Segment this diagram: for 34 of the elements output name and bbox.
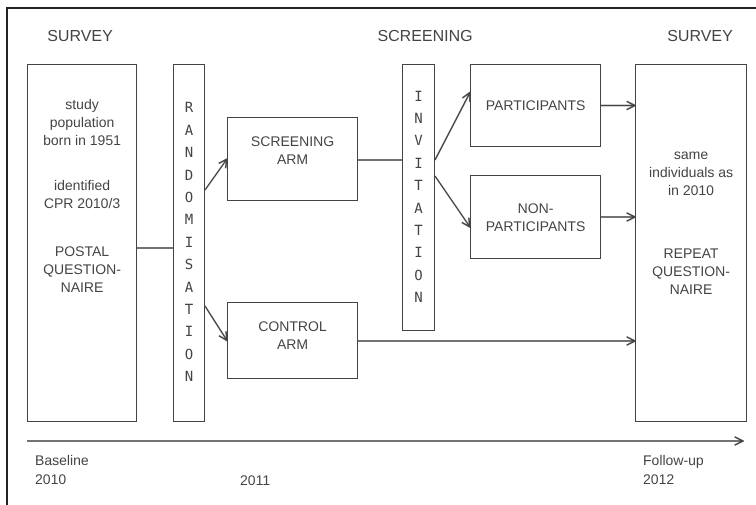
arrow xyxy=(434,176,471,228)
section-heading: SCREENING xyxy=(376,27,474,47)
survey-box xyxy=(635,64,747,422)
vertical-bar xyxy=(402,64,435,331)
box-text: identified CPR 2010/3 xyxy=(42,176,122,212)
box-text: CONTROL ARM xyxy=(257,317,328,354)
box-text: REPEAT QUESTION-NAIRE xyxy=(651,244,731,298)
section-heading: SURVEY xyxy=(666,27,734,47)
timeline-label: Baseline 2010 xyxy=(35,451,90,489)
arrow xyxy=(358,336,636,346)
timeline-label: Follow-up 2012 xyxy=(643,451,705,489)
arrow xyxy=(601,100,636,110)
vertical-label: RANDOMISATION xyxy=(184,99,194,388)
vertical-label: INVITATION xyxy=(413,88,424,308)
vertical-bar xyxy=(173,64,205,422)
arrow xyxy=(434,92,471,160)
arrow xyxy=(204,306,228,342)
arrow xyxy=(204,158,228,190)
section-heading: SURVEY xyxy=(46,27,114,47)
group-box xyxy=(470,175,601,259)
box-text: NON-PARTICIPANTS xyxy=(484,198,586,236)
box-text: PARTICIPANTS xyxy=(486,96,586,115)
arm-box xyxy=(227,302,358,379)
box-text: same individuals as in 2010 xyxy=(648,145,734,200)
arrow xyxy=(601,212,636,222)
connector-line xyxy=(137,247,173,249)
connector-line xyxy=(358,159,402,161)
box-text: study population born in 1951 xyxy=(42,95,122,150)
survey-box xyxy=(27,64,137,422)
group-box xyxy=(470,64,601,147)
box-text: POSTAL QUESTION-NAIRE xyxy=(42,242,122,296)
box-text: SCREENING ARM xyxy=(250,132,336,168)
arm-box xyxy=(227,117,358,201)
timeline-label: 2011 xyxy=(240,471,272,490)
